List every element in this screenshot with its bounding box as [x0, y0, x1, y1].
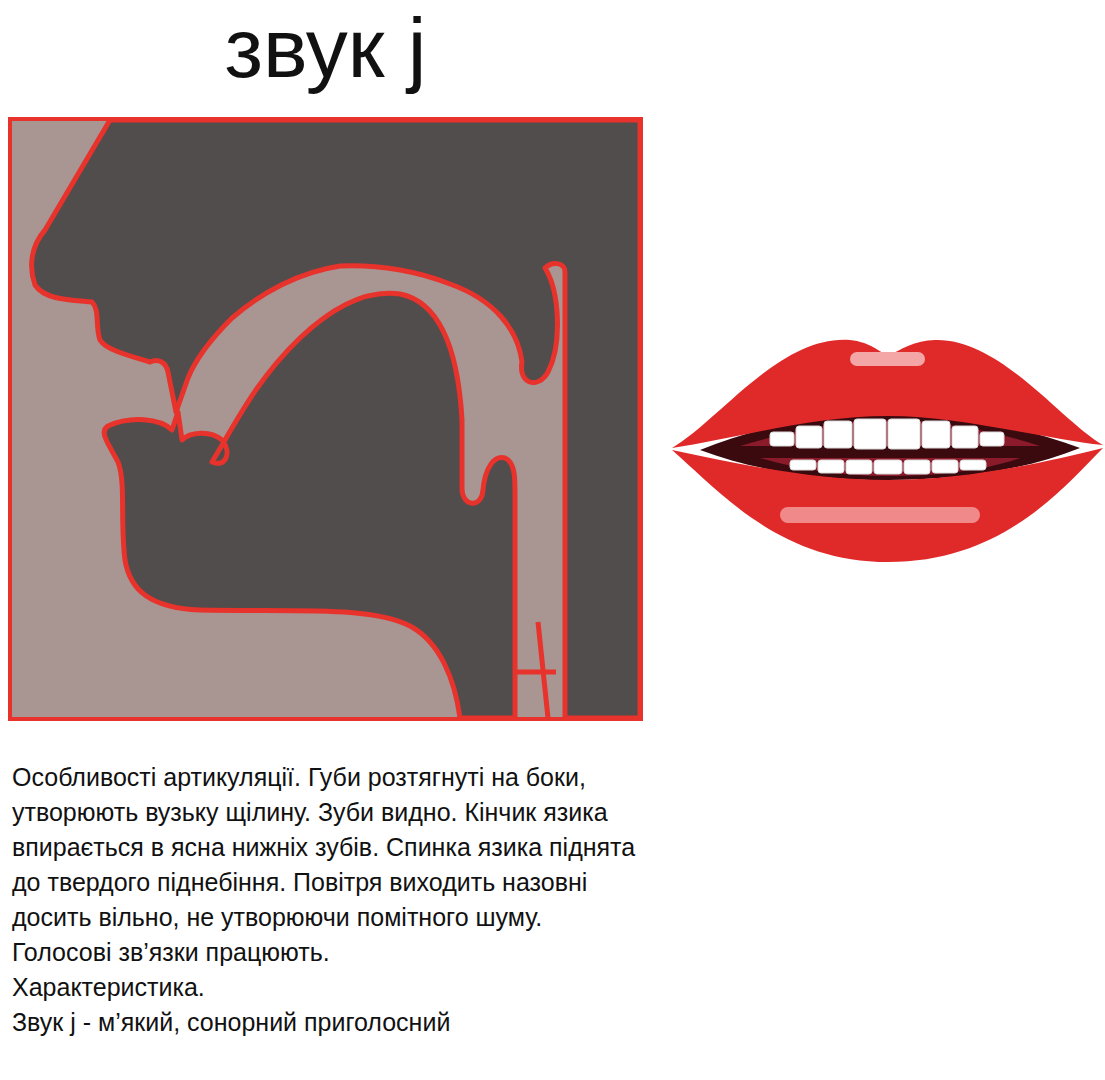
tooth — [790, 460, 816, 470]
title-text: звук j — [8, 2, 643, 94]
section-frame — [10, 119, 641, 719]
lower-teeth — [790, 460, 986, 474]
upper-teeth — [770, 419, 1004, 449]
tooth — [952, 426, 978, 448]
characteristic-text: Характеристика. — [12, 970, 637, 1005]
tongue-and-jaw — [104, 293, 515, 718]
characteristic-text: Звук j - м’який, сонорний приголосний — [12, 1005, 637, 1040]
tooth — [854, 419, 886, 449]
trachea-ring — [515, 622, 556, 718]
lower-lip — [672, 448, 1103, 562]
text-block: Особливості артикуляції. Губи розтягнуті… — [12, 760, 637, 1040]
tooth — [932, 460, 958, 473]
tooth — [888, 419, 920, 449]
page-title: звук j — [8, 2, 643, 94]
tooth — [904, 460, 930, 474]
lip-highlight — [780, 507, 980, 523]
head-cavity — [32, 120, 640, 718]
tooth — [846, 460, 872, 474]
sagittal-section — [8, 117, 643, 721]
tooth — [770, 432, 794, 446]
tooth — [874, 460, 902, 474]
tooth — [796, 426, 822, 448]
upper-lip — [672, 340, 1103, 448]
tooth — [960, 460, 986, 470]
lips-illustration — [672, 340, 1103, 562]
lip-highlight — [850, 352, 925, 366]
tooth — [922, 421, 950, 448]
tooth — [824, 421, 852, 448]
section-ground — [8, 117, 643, 721]
tooth — [818, 460, 844, 473]
tooth — [980, 432, 1004, 446]
articulation-description: Особливості артикуляції. Губи розтягнуті… — [12, 760, 637, 970]
